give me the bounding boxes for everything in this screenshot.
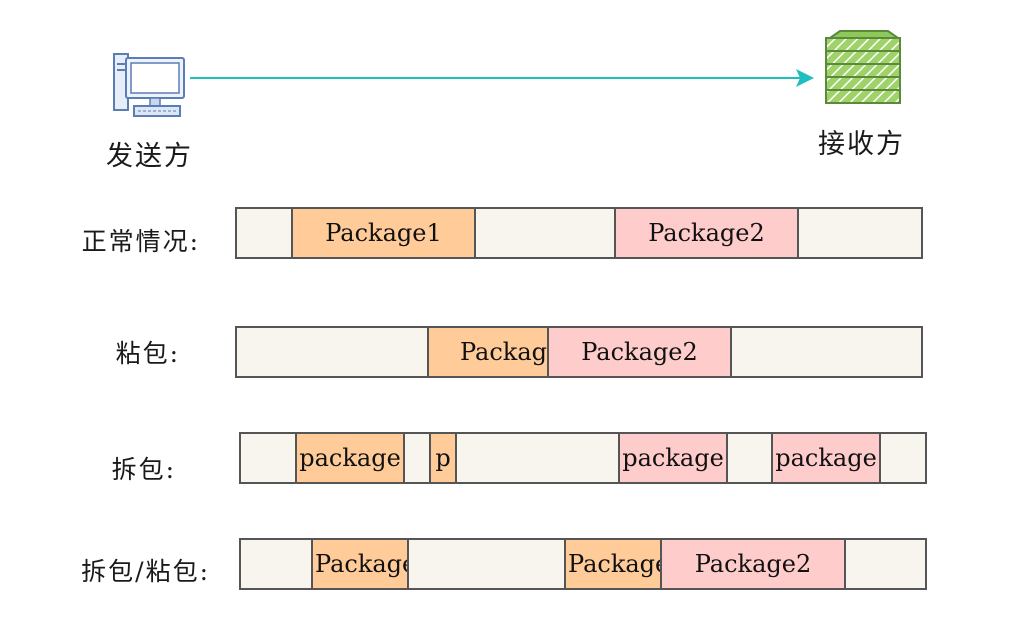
- row-label-normal: 正常情况:: [81, 227, 200, 256]
- packet-stream-sticky: Packag Package2: [235, 326, 923, 378]
- package-segment: p: [429, 434, 457, 482]
- package-segment: Package: [311, 540, 409, 588]
- computer-icon: [113, 53, 185, 117]
- row-label-split: 拆包:: [111, 455, 176, 484]
- server-icon: [825, 30, 902, 104]
- transmission-arrow: [190, 69, 814, 87]
- sender-label: 发送方: [106, 141, 193, 172]
- package-segment: Package2: [547, 328, 732, 376]
- packet-stream-normal: Package1 Package2: [235, 207, 923, 259]
- package-segment: Package2: [614, 209, 799, 257]
- row-label-sticky: 粘包:: [115, 339, 180, 368]
- package-segment: Packag: [427, 328, 549, 376]
- package-segment: package: [771, 434, 881, 482]
- package-segment: Package1: [291, 209, 476, 257]
- package-segment: package: [295, 434, 405, 482]
- row-label-split-sticky: 拆包/粘包:: [81, 557, 210, 586]
- package-segment: package: [618, 434, 728, 482]
- receiver-label: 接收方: [818, 129, 905, 160]
- package-segment: Package: [564, 540, 662, 588]
- packet-stream-split-sticky: Package Package Package2: [239, 538, 927, 590]
- packet-stream-split: package p package package: [239, 432, 927, 484]
- package-segment: Package2: [660, 540, 846, 588]
